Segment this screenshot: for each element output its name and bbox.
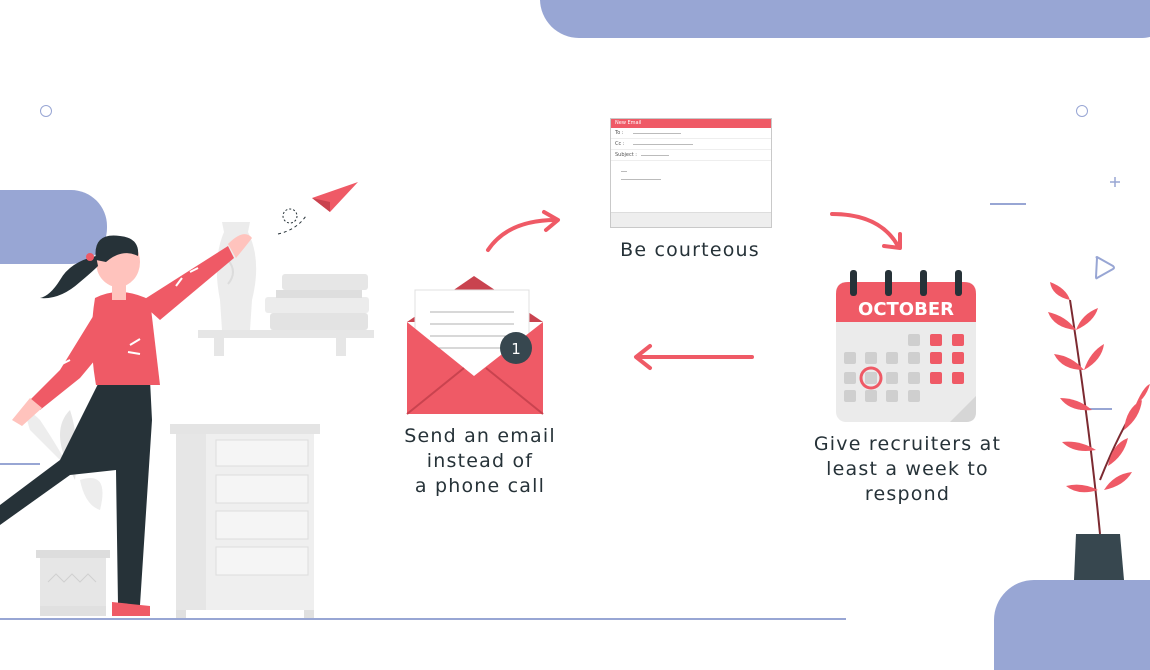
email-to-label: To : [615, 130, 624, 136]
email-window-toolbar [611, 212, 771, 227]
step-send-email-line-2: instead of [426, 450, 534, 472]
decor-dash-2 [1080, 408, 1112, 410]
play-decor-icon [1095, 256, 1115, 280]
email-subject-row: Subject : [611, 150, 771, 161]
arrow-icon-to-email [634, 344, 754, 370]
plus-decor-icon [1110, 177, 1120, 187]
step-send-email-label: Send an email instead of a phone call [380, 424, 580, 499]
decor-dash-3 [0, 463, 40, 465]
email-window-title: New Email [611, 119, 771, 128]
email-compose-window: New Email To : Cc : Subject : [610, 118, 772, 228]
arrow-icon-to-courteous [486, 210, 560, 252]
email-cc-row: Cc : [611, 139, 771, 150]
notification-badge: 1 [511, 340, 521, 358]
calendar-icon: OCTOBER [836, 270, 976, 422]
email-to-row: To : [611, 128, 771, 139]
decor-dash [990, 203, 1026, 205]
calendar-month: OCTOBER [858, 299, 954, 320]
step-give-recruiters-label: Give recruiters at least a week to respo… [800, 432, 1015, 507]
decor-blob-left [0, 190, 107, 264]
decor-blob-top [540, 0, 1150, 38]
floor-line [0, 618, 846, 620]
step-send-email-line-1: Send an email [404, 425, 556, 447]
step-be-courteous-label: Be courteous [620, 239, 760, 261]
step-give-recruiters-line-3: respond [864, 483, 951, 505]
email-cc-label: Cc : [615, 141, 625, 147]
plant-icon [1048, 282, 1150, 580]
decor-ring-left [40, 105, 52, 117]
step-give-recruiters-line-2: least a week to [826, 458, 989, 480]
email-subject-label: Subject : [615, 152, 637, 158]
step-give-recruiters-line-1: Give recruiters at [813, 433, 1002, 455]
step-send-email-line-3: a phone call [414, 475, 546, 497]
decor-blob-bottom [994, 580, 1150, 670]
office-furniture-illustration [26, 222, 374, 618]
envelope-icon: 1 [406, 276, 544, 415]
arrow-icon-to-calendar [830, 212, 902, 250]
woman-illustration [0, 234, 252, 616]
paper-plane-icon [277, 182, 358, 235]
decor-ring-right [1076, 105, 1088, 117]
